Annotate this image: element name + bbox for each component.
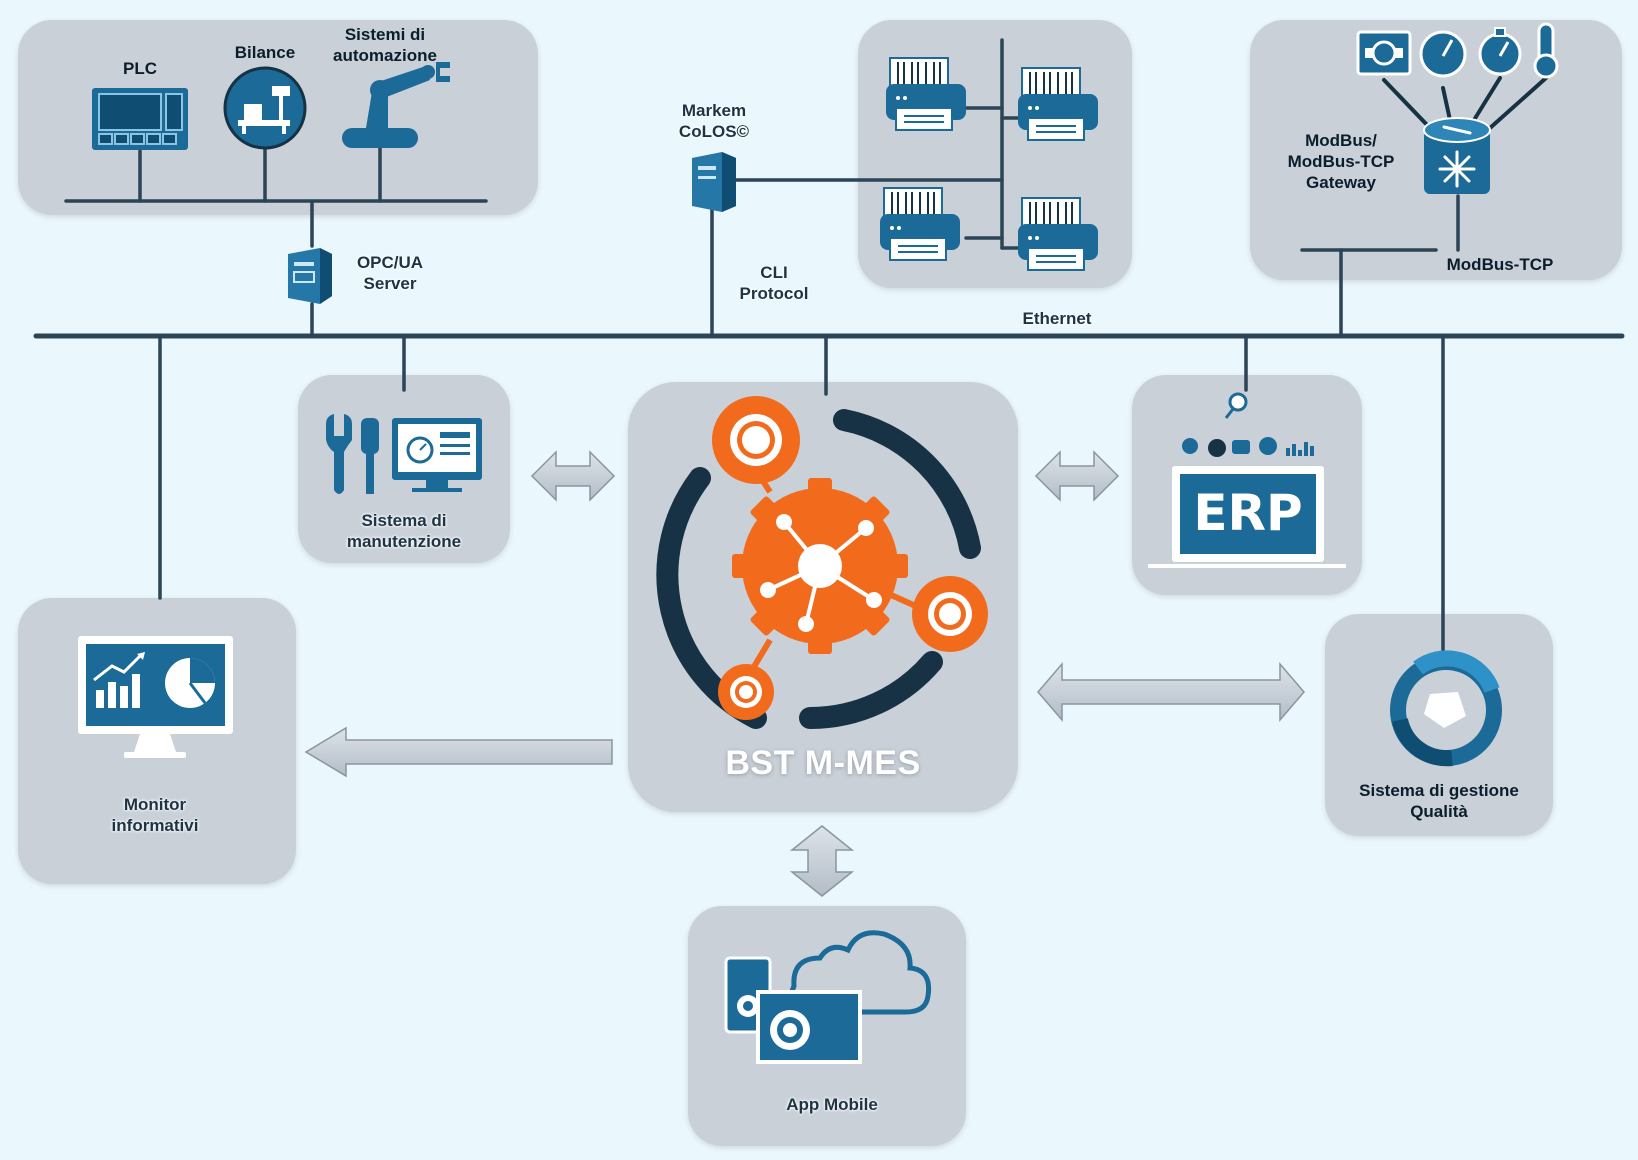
dashboard-monitor-icon: [78, 636, 233, 758]
modbus-gateway-label-line2: ModBus-TCP: [1287, 152, 1395, 171]
opc-label-line1: OPC/UA: [356, 253, 424, 272]
pressure-gauge-icon: [1478, 27, 1522, 76]
network-lines: [33, 38, 1625, 652]
label-printer-icon: [886, 57, 966, 131]
monitor-label-line1: Monitor: [123, 795, 187, 814]
label-printer-icon: [1017, 67, 1099, 141]
automazione-label-line2: automazione: [333, 46, 437, 65]
modbus-gateway-label-line1: ModBus/: [1305, 131, 1377, 150]
maintenance-mes-arrow: [530, 450, 616, 502]
ethernet-label: Ethernet: [1022, 309, 1092, 328]
markem-server-icon: [692, 152, 736, 212]
quality-label-line2: Qualità: [1410, 802, 1468, 821]
opc-server-icon: [288, 248, 332, 304]
maintenance-monitor-icon: [392, 418, 482, 492]
label-printer-icon: [879, 187, 961, 261]
scale-icon: [223, 66, 307, 150]
maintenance-label-line1: Sistema di: [361, 511, 447, 530]
plc-icon: [92, 88, 188, 150]
plc-label: PLC: [123, 59, 157, 78]
mes-erp-arrow: [1034, 450, 1120, 502]
mes-quality-arrow: [1037, 661, 1305, 723]
cli-label-line2: Protocol: [739, 284, 809, 303]
monitor-label-line2: informativi: [111, 816, 199, 835]
markem-label-line1: Markem: [681, 101, 747, 120]
screwdriver-icon: [361, 418, 379, 494]
mes-title: BST M-MES: [725, 744, 921, 782]
robot-arm-icon: [342, 62, 450, 148]
mobile-cloud-icon: [724, 930, 932, 1064]
thermometer-icon: [1533, 22, 1559, 79]
cli-label-line1: CLI: [760, 263, 788, 282]
modbus-gateway-label-line3: Gateway: [1306, 173, 1376, 192]
mes-gears-logo: [656, 396, 988, 730]
markem-label-line2: CoLOS©: [678, 122, 750, 141]
gateway-icon: [1423, 117, 1491, 194]
erp-screen-text: ERP: [1193, 484, 1303, 542]
opc-label-line2: Server: [363, 274, 417, 293]
maintenance-label-line2: manutenzione: [346, 532, 462, 551]
label-printer-icon: [1017, 197, 1099, 271]
quality-logo-icon: [1390, 650, 1502, 767]
mobile-label: App Mobile: [786, 1095, 878, 1114]
erp-laptop-icon: [1148, 392, 1346, 568]
wrench-icon: [326, 414, 352, 494]
bilance-label: Bilance: [234, 43, 296, 62]
modbus-tcp-label: ModBus-TCP: [1446, 255, 1554, 274]
quality-label-line1: Sistema di gestione: [1359, 781, 1519, 800]
sensor-module-icon: [1356, 30, 1412, 76]
automazione-label-line1: Sistemi di: [344, 25, 426, 44]
gauge-icon: [1419, 30, 1467, 78]
mes-monitor-arrow: [304, 726, 613, 778]
mes-mobile-arrow: [789, 825, 855, 897]
